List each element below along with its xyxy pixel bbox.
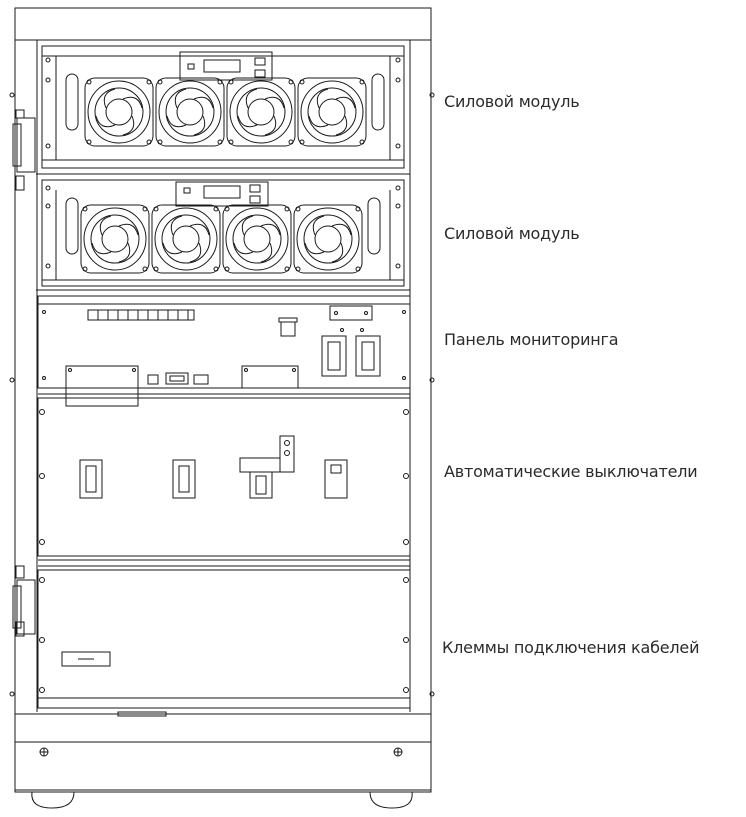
cable-terminals-panel — [38, 570, 410, 716]
cabinet-base — [15, 714, 431, 808]
label-power-module-2: Силовой модуль — [444, 224, 580, 243]
power-module-bottom-fans — [81, 205, 362, 273]
label-monitoring-panel: Панель мониторинга — [444, 330, 619, 349]
label-cable-terminals: Клеммы подключения кабелей — [442, 638, 700, 657]
breakers-panel — [38, 398, 410, 566]
door-hinge-bottom — [13, 566, 35, 636]
monitoring-panel — [38, 296, 410, 406]
cabinet-frame — [10, 8, 434, 792]
power-module-bottom — [36, 180, 410, 290]
door-hinge-top — [13, 110, 35, 190]
power-module-top-fans — [85, 78, 366, 146]
power-module-top — [36, 46, 410, 174]
label-power-module-1: Силовой модуль — [444, 92, 580, 111]
label-breakers: Автоматические выключатели — [444, 462, 698, 481]
